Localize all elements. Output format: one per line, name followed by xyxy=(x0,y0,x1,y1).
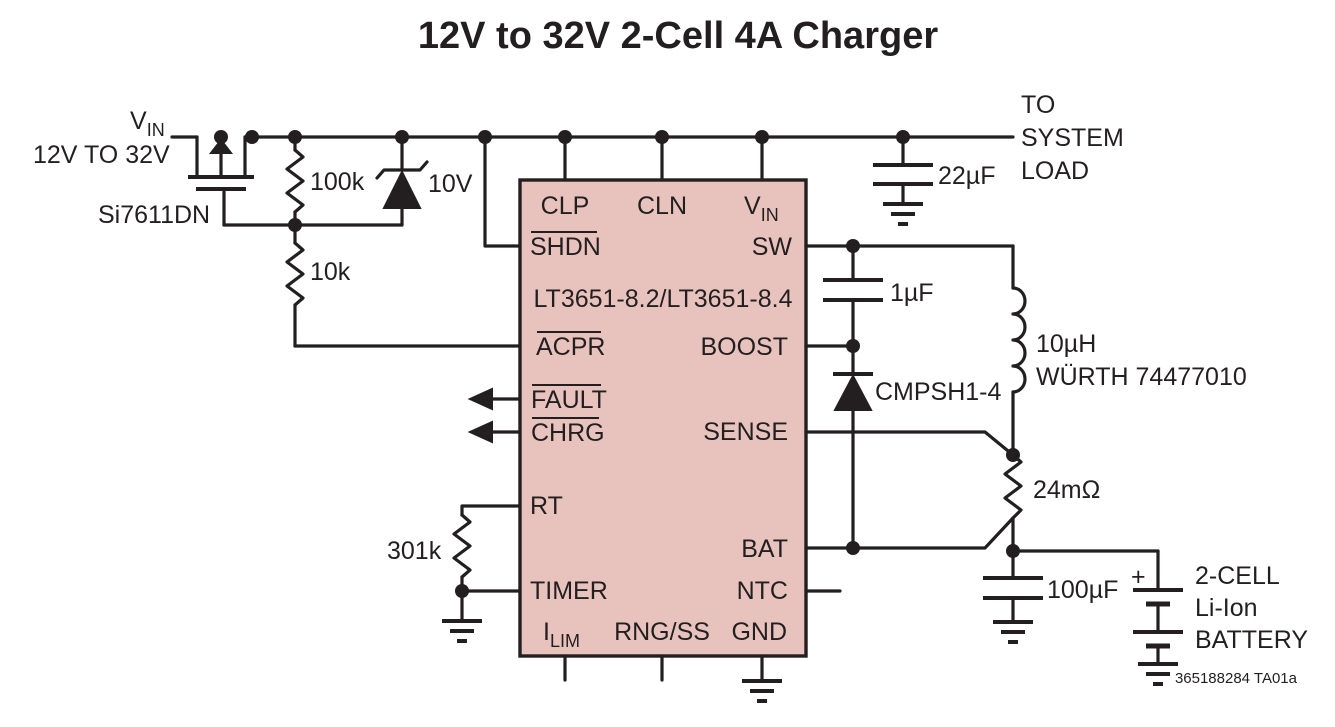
chip-name: LT3651-8.2/LT3651-8.4 xyxy=(534,285,793,313)
resistor-301k xyxy=(442,504,522,643)
pin-sense: SENSE xyxy=(703,418,788,446)
fault-output-arrow xyxy=(467,387,522,411)
chrg-output-arrow xyxy=(467,420,522,444)
zener-10v xyxy=(375,135,429,227)
pin-vin: VIN xyxy=(744,192,779,225)
battery-2cell xyxy=(1133,549,1183,686)
system-load-line-3: LOAD xyxy=(1021,157,1089,185)
pin-shdn: SHDN xyxy=(530,233,601,261)
cap-22uf xyxy=(873,135,933,226)
r-top-label: 100k xyxy=(310,168,365,196)
battery-node xyxy=(983,549,1160,644)
cap-boost-label: 1µF xyxy=(890,279,934,307)
sense-wire xyxy=(804,430,1015,457)
pin-ilim: ILIM xyxy=(543,618,580,651)
sense-resistor xyxy=(1003,453,1023,553)
pin-ntc: NTC xyxy=(737,577,788,605)
pin-rng-ss: RNG/SS xyxy=(614,618,710,646)
inductor-part-label: WÜRTH 74477010 xyxy=(1036,363,1247,391)
zener-label: 10V xyxy=(428,170,473,198)
battery-line-1: 2-CELL xyxy=(1195,562,1280,590)
pin-boost: BOOST xyxy=(700,333,788,361)
diode-label: CMPSH1-4 xyxy=(875,378,1002,406)
pin-cln: CLN xyxy=(637,192,687,220)
r-bottom-label: 10k xyxy=(310,258,351,286)
pin-sw: SW xyxy=(752,233,793,261)
system-load-line-2: SYSTEM xyxy=(1021,124,1124,152)
pin-clp: CLP xyxy=(541,192,590,220)
pin-fault: FAULT xyxy=(531,386,607,414)
pin-timer: TIMER xyxy=(530,577,608,605)
pin-gnd: GND xyxy=(731,618,787,646)
r-sense-label: 24mΩ xyxy=(1033,476,1100,504)
battery-polarity: + xyxy=(1131,563,1146,591)
inductor-value-label: 10µH xyxy=(1036,330,1096,358)
vin-label: VIN xyxy=(130,107,165,140)
system-load-line-1: TO xyxy=(1021,91,1055,119)
vin-range-label: 12V TO 32V xyxy=(33,141,170,169)
pin-acpr: ACPR xyxy=(536,333,605,361)
chip-ground xyxy=(742,654,782,703)
battery-line-2: Li-Ion xyxy=(1195,594,1258,622)
pin-rt: RT xyxy=(530,492,563,520)
junction-dots xyxy=(214,130,1020,598)
pin-chrg: CHRG xyxy=(531,419,605,447)
r-timer-label: 301k xyxy=(387,537,442,565)
figure-id: 365188284 TA01a xyxy=(1175,670,1298,687)
diode-cmpsh1-4 xyxy=(833,344,873,550)
resistor-100k xyxy=(285,135,305,227)
pin-bat: BAT xyxy=(741,535,788,563)
bat-wire xyxy=(804,516,1015,550)
shdn-wire xyxy=(483,135,522,248)
cap-battery-label: 100µF xyxy=(1047,576,1118,604)
battery-line-3: BATTERY xyxy=(1195,626,1308,654)
inductor-10uh xyxy=(1011,244,1027,457)
sw-node xyxy=(804,244,1015,348)
diagram-title: 12V to 32V 2-Cell 4A Charger xyxy=(418,15,938,57)
pmos-si7611dn xyxy=(188,135,404,227)
mosfet-part-label: Si7611DN xyxy=(98,201,210,229)
cap-output-label: 22µF xyxy=(938,162,995,190)
